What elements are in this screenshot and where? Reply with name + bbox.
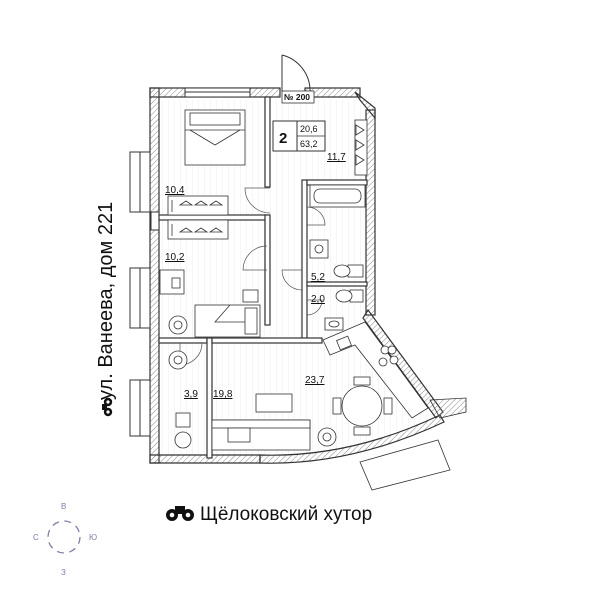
wc-toilet [335, 289, 364, 303]
window-top [184, 87, 251, 98]
binoculars-icon [166, 506, 194, 521]
bathtub [309, 184, 366, 208]
complex-label: Щёлоковский хутор [200, 504, 372, 525]
sofa [211, 419, 311, 451]
compass-south: З [61, 568, 66, 577]
compass-circle [47, 520, 81, 554]
kitchen-counter [322, 321, 429, 419]
wardrobe-top [167, 195, 229, 216]
compass-west: С [33, 533, 39, 542]
plant-living [317, 427, 337, 447]
tv-table [255, 393, 293, 413]
area-wc: 2,0 [311, 294, 325, 305]
street-label-group: ул. Ванеева, дом 221 [95, 202, 117, 417]
balcony-furniture [168, 350, 192, 449]
compass-east: Ю [89, 533, 97, 542]
total-area: 63,2 [300, 139, 318, 149]
area-hall: 11,7 [327, 152, 346, 163]
apartment-number-tag: № 200 [281, 90, 315, 104]
bath-sink [309, 239, 329, 259]
bed-mid [194, 304, 261, 338]
area-dining: 19,8 [213, 389, 233, 400]
area-living: 23,7 [305, 375, 325, 386]
room-labels: 10,4 10,2 11,7 5,2 2,0 23,7 3,9 19,8 [165, 152, 346, 400]
area-bath: 5,2 [311, 272, 325, 283]
complex-label-group: Щёлоковский хутор [166, 504, 372, 525]
windows-left [129, 151, 160, 437]
hall-closet [354, 119, 368, 176]
compass: В С Ю З [33, 502, 97, 577]
compass-north: В [61, 502, 66, 511]
binoculars-icon [102, 397, 113, 417]
wc-sink [324, 317, 344, 331]
bed-top [184, 109, 246, 166]
area-info-box: 2 20,6 63,2 [272, 120, 326, 152]
dining-table [332, 376, 393, 436]
bath-toilet [333, 264, 364, 278]
apartment-number: № 200 [284, 92, 310, 102]
desk [159, 269, 259, 303]
area-bedroom-mid: 10,2 [165, 252, 185, 263]
rooms-count: 2 [279, 130, 287, 147]
area-bedroom-top: 10,4 [165, 185, 185, 196]
living-area: 20,6 [300, 124, 318, 134]
balcony-outside [359, 397, 467, 491]
plant-mid [168, 315, 188, 335]
street-label: ул. Ванеева, дом 221 [95, 202, 117, 400]
area-balcony: 3,9 [184, 389, 198, 400]
wardrobe-mid [167, 219, 229, 240]
entrance-door [281, 54, 311, 93]
